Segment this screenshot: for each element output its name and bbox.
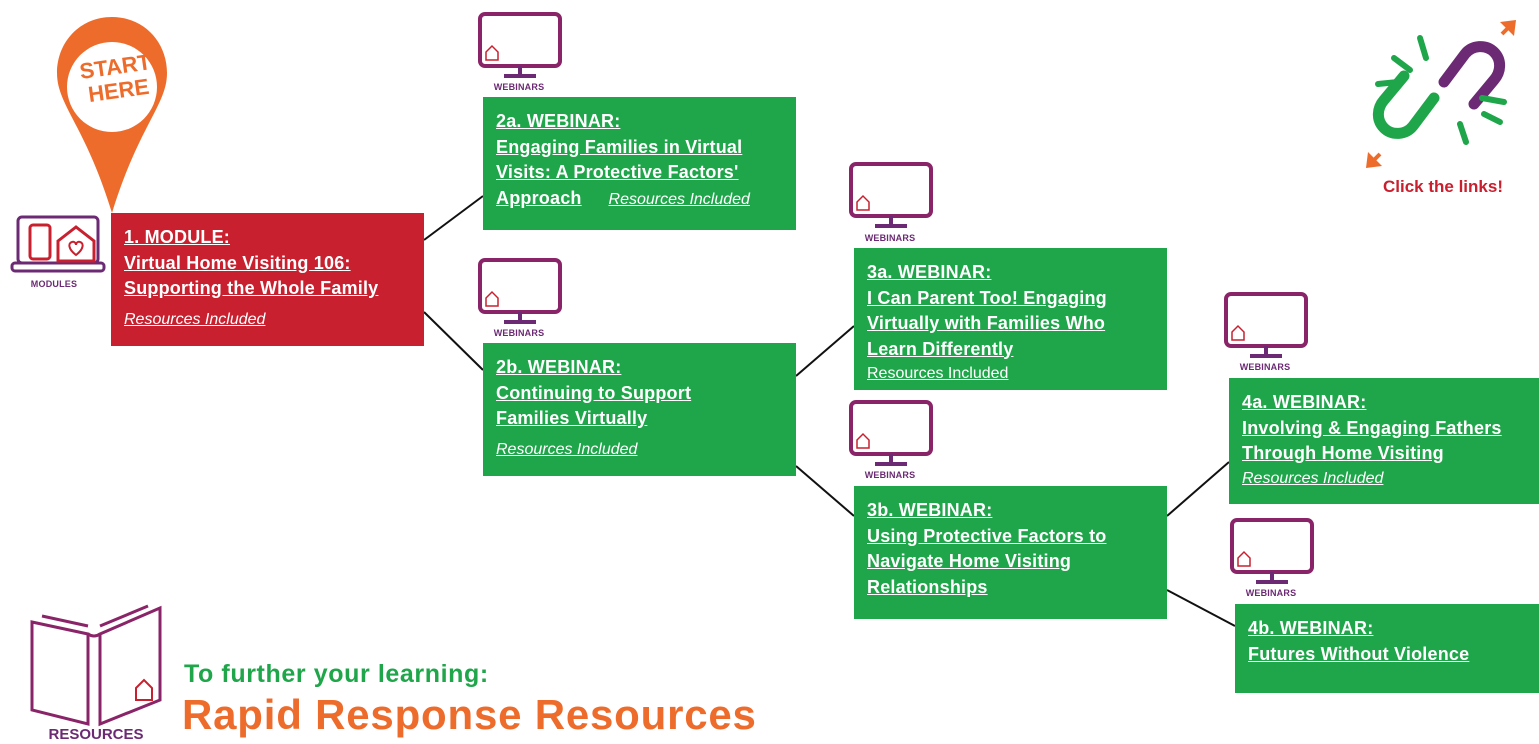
webinar-3a-heading[interactable]: 3a. WEBINAR: xyxy=(867,262,992,282)
webinar-3b-title-line2[interactable]: Navigate Home Visiting xyxy=(867,551,1072,571)
webinar-4a-icon-label: WEBINARS xyxy=(1239,362,1291,372)
module-1-title-line2[interactable]: Supporting the Whole Family xyxy=(124,278,379,298)
webinar-4b-icon-label: WEBINARS xyxy=(1245,588,1297,598)
webinar-4a-card[interactable]: 4a. WEBINAR: Involving & Engaging Father… xyxy=(1229,378,1539,504)
webinar-3b-card[interactable]: 3b. WEBINAR: Using Protective Factors to… xyxy=(854,486,1167,619)
webinar-3a-resources-link[interactable]: Resources Included xyxy=(867,365,1009,382)
webinar-3a-title-line1[interactable]: I Can Parent Too! Engaging xyxy=(867,287,1107,308)
webinar-2a-icon-label: WEBINARS xyxy=(493,82,545,92)
webinar-4b-title-line1[interactable]: Futures Without Violence xyxy=(1248,643,1470,664)
module-1-resources-link[interactable]: Resources Included xyxy=(124,310,266,328)
webinar-4a-title-line1[interactable]: Involving & Engaging Fathers xyxy=(1242,417,1502,438)
webinar-2b-icon-label: WEBINARS xyxy=(493,328,545,338)
footer-title[interactable]: Rapid Response Resources xyxy=(182,691,757,738)
modules-icon xyxy=(10,215,106,273)
click-links-callout: Click the links! xyxy=(1383,177,1503,196)
webinar-4a-icon xyxy=(1224,292,1308,358)
webinar-2b-resources-link[interactable]: Resources Included xyxy=(496,440,638,458)
webinar-3a-icon-label: WEBINARS xyxy=(864,233,916,243)
webinar-4b-icon xyxy=(1230,518,1314,584)
link-icon[interactable] xyxy=(1364,18,1519,178)
webinar-3b-heading[interactable]: 3b. WEBINAR: xyxy=(867,500,993,520)
webinar-2a-last-line: Approach Resources Included xyxy=(496,186,783,213)
webinar-4a-title-line2[interactable]: Through Home Visiting xyxy=(1242,443,1444,463)
webinar-3b-title-line1[interactable]: Using Protective Factors to xyxy=(867,525,1107,546)
start-here-pin-icon xyxy=(57,17,167,213)
webinar-2b-heading[interactable]: 2b. WEBINAR: xyxy=(496,357,622,377)
webinar-2a-title-line2[interactable]: Visits: A Protective Factors' xyxy=(496,162,739,182)
webinar-2b-title-line2[interactable]: Families Virtually xyxy=(496,408,648,428)
webinar-3a-icon xyxy=(849,162,933,228)
webinar-4a-resources-link[interactable]: Resources Included xyxy=(1242,469,1384,487)
module-1-card[interactable]: 1. MODULE: Virtual Home Visiting 106: Su… xyxy=(111,213,424,346)
module-1-heading[interactable]: 1. MODULE: xyxy=(124,227,231,247)
modules-icon-label: MODULES xyxy=(30,279,78,289)
webinar-2a-heading[interactable]: 2a. WEBINAR: xyxy=(496,111,621,131)
webinar-4a-heading[interactable]: 4a. WEBINAR: xyxy=(1242,392,1367,412)
webinar-3b-icon xyxy=(849,400,933,466)
webinar-3a-card[interactable]: 3a. WEBINAR: I Can Parent Too! Engaging … xyxy=(854,248,1167,390)
webinar-2a-card[interactable]: 2a. WEBINAR: Engaging Families in Virtua… xyxy=(483,97,796,230)
webinar-3a-title-line3[interactable]: Learn Differently xyxy=(867,338,1014,359)
module-1-title-line1[interactable]: Virtual Home Visiting 106: xyxy=(124,252,351,273)
webinar-2b-card[interactable]: 2b. WEBINAR: Continuing to Support Famil… xyxy=(483,343,796,476)
webinar-4b-card[interactable]: 4b. WEBINAR: Futures Without Violence xyxy=(1235,604,1539,693)
webinar-3a-title-line2[interactable]: Virtually with Families Who xyxy=(867,313,1106,333)
webinar-3b-title-line3[interactable]: Relationships xyxy=(867,576,988,597)
webinar-2a-title-line3[interactable]: Approach xyxy=(496,187,582,208)
footer-subtitle: To further your learning: xyxy=(184,660,489,688)
webinar-4b-heading[interactable]: 4b. WEBINAR: xyxy=(1248,618,1374,638)
webinar-2b-icon xyxy=(478,258,562,324)
webinar-2a-title-line1[interactable]: Engaging Families in Virtual xyxy=(496,136,743,157)
webinar-3b-icon-label: WEBINARS xyxy=(864,470,916,480)
resources-icon-label: RESOURCES xyxy=(48,726,144,743)
webinar-2a-resources-link[interactable]: Resources Included xyxy=(608,190,750,208)
webinar-2b-title-line1[interactable]: Continuing to Support xyxy=(496,382,692,403)
resources-book-icon xyxy=(30,604,162,727)
webinar-2a-icon xyxy=(478,12,562,78)
